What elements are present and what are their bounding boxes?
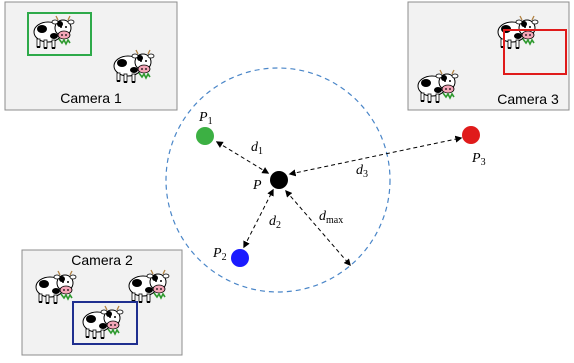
camera-1-label: Camera 1 — [60, 90, 122, 106]
label-p3: P3 — [471, 151, 486, 168]
camera-3-panel: Camera 3 — [407, 1, 570, 111]
d3-arrow — [288, 135, 463, 177]
point-p3 — [462, 126, 480, 144]
label-dmax: dmax — [319, 209, 343, 226]
label-d3: d3 — [356, 163, 368, 180]
camera-3-label: Camera 3 — [497, 91, 559, 107]
d1-arrow — [215, 141, 270, 174]
radius-circle — [165, 67, 391, 293]
d2-arrow — [243, 188, 274, 249]
label-p2: P2 — [212, 246, 227, 263]
camera-3-detection-box — [503, 29, 567, 75]
label-p1: P1 — [198, 110, 213, 127]
point-p — [270, 171, 288, 189]
dmax-arrow — [285, 189, 351, 267]
camera-2-detection-box — [72, 301, 138, 345]
camera-1-detection-box — [27, 12, 92, 56]
point-p1 — [196, 127, 214, 145]
point-p2 — [231, 249, 249, 267]
label-d2: d2 — [269, 214, 281, 231]
camera-1-panel: Camera 1 — [4, 1, 178, 111]
camera-2-panel: Camera 2 — [21, 249, 183, 356]
label-d1: d1 — [251, 140, 263, 157]
camera-2-label: Camera 2 — [71, 252, 133, 268]
label-p: P — [252, 178, 262, 193]
